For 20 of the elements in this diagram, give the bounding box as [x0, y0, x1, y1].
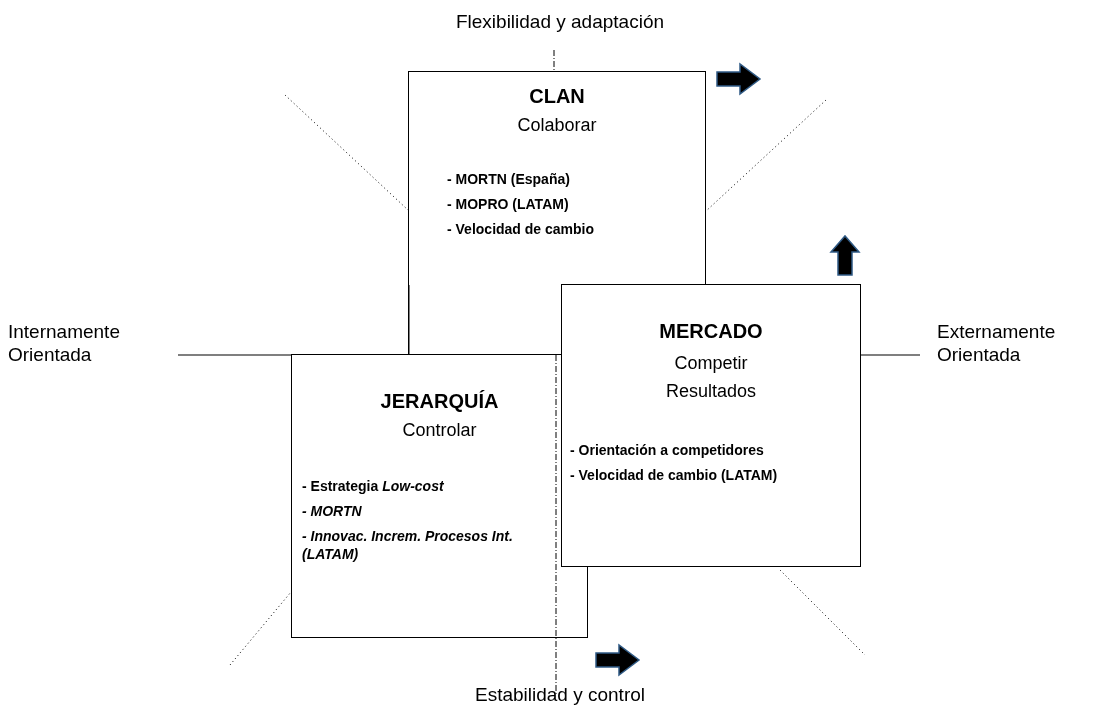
subtitle: Controlar	[402, 419, 477, 441]
bullet-item: - Estrategia Low-cost	[302, 477, 444, 495]
bullet-item: - MOPRO (LATAM)	[447, 195, 569, 213]
bullet-item: - Velocidad de cambio	[447, 220, 595, 238]
axis-label: Internamente Orientada	[8, 320, 121, 366]
bullet-item: - Velocidad de cambio (LATAM)	[570, 466, 778, 484]
quadrant-box	[408, 71, 706, 285]
bullet-item: - Orientación a competidores	[570, 441, 764, 459]
heading: CLAN	[529, 84, 585, 108]
axis-label: Flexibilidad y adaptación	[454, 10, 666, 33]
bullet-item: - Innovac. Increm. Procesos Int. (LATAM)	[302, 527, 514, 563]
subtitle: Colaborar	[517, 114, 597, 136]
bullet-item: - MORTN	[302, 502, 362, 520]
axis-label: Estabilidad y control	[473, 683, 646, 706]
axis-label: Externamente Orientada	[937, 320, 1057, 366]
bullet-item: - MORTN (España)	[447, 170, 570, 188]
quadrant-box	[561, 284, 861, 567]
heading: JERARQUÍA	[380, 389, 499, 413]
heading: MERCADO	[659, 319, 763, 343]
subtitle: Competir Resultados	[664, 352, 758, 403]
